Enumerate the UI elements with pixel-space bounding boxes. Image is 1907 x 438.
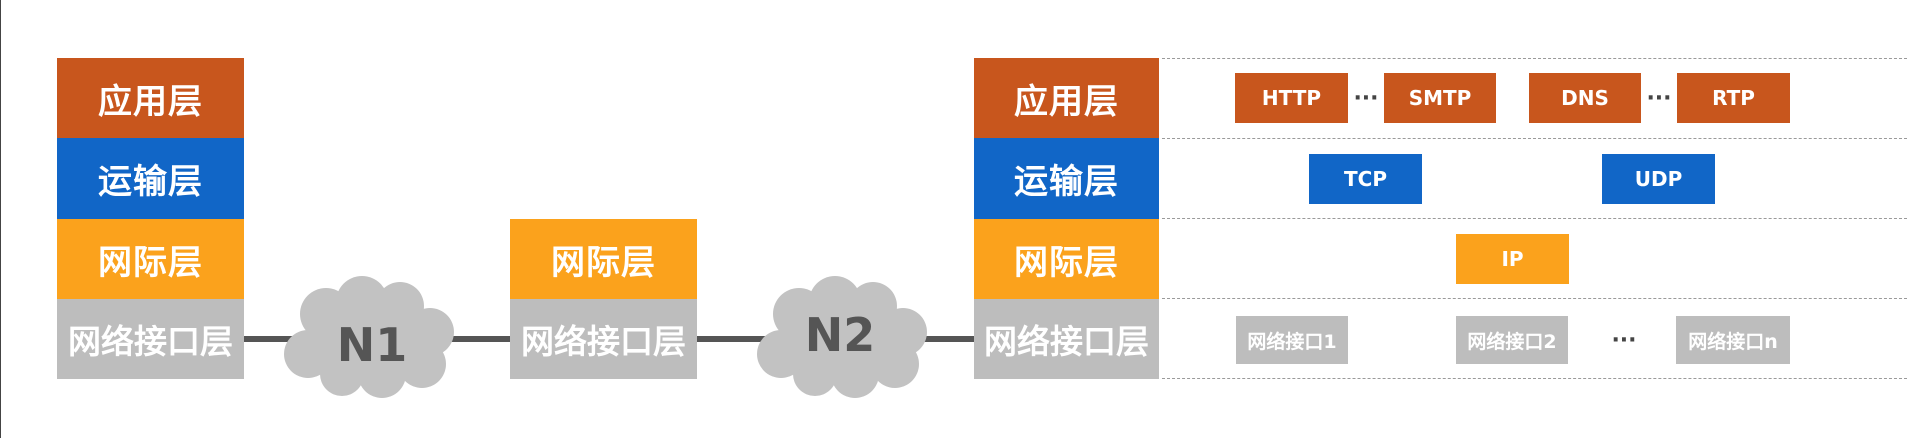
host1-application-layer: 应用层	[57, 58, 244, 138]
host2-internet-layer: 网际层	[974, 219, 1159, 299]
network-n1-cloud	[284, 276, 454, 398]
host2-transport-layer: 运输层	[974, 138, 1159, 219]
ellipsis-link: ···	[1611, 327, 1637, 353]
protocol-smtp: SMTP	[1384, 73, 1496, 123]
separator-internet-link	[1162, 298, 1907, 299]
connector-n2-host2	[912, 336, 974, 342]
connector-host1-n1	[244, 336, 314, 342]
protocol-udp: UDP	[1602, 154, 1715, 204]
interface-1: 网络接口1	[1236, 316, 1348, 364]
network-n1-label: N1	[336, 318, 408, 372]
protocol-rtp: RTP	[1677, 73, 1790, 123]
router-link-layer: 网络接口层	[510, 299, 697, 379]
protocol-ip: IP	[1456, 234, 1569, 284]
router-internet-layer: 网际层	[510, 219, 697, 299]
connector-router-n2	[697, 336, 767, 342]
separator-bottom	[1162, 378, 1907, 379]
ellipsis-app-2: ···	[1646, 85, 1672, 111]
separator-top	[1162, 58, 1907, 59]
host2-application-layer: 应用层	[974, 58, 1159, 138]
interface-n: 网络接口n	[1676, 316, 1790, 364]
ellipsis-app-1: ···	[1353, 85, 1379, 111]
interface-2: 网络接口2	[1456, 316, 1568, 364]
network-n2-cloud	[757, 276, 927, 398]
host1-internet-layer: 网际层	[57, 219, 244, 299]
protocol-tcp: TCP	[1309, 154, 1422, 204]
protocol-http: HTTP	[1235, 73, 1348, 123]
network-n2-label: N2	[804, 308, 876, 362]
connector-n1-router	[440, 336, 510, 342]
separator-app-transport	[1162, 138, 1907, 139]
left-frame-border	[0, 0, 1, 438]
host2-link-layer: 网络接口层	[974, 299, 1159, 379]
host1-transport-layer: 运输层	[57, 138, 244, 219]
host1-link-layer: 网络接口层	[57, 299, 244, 379]
separator-transport-internet	[1162, 218, 1907, 219]
protocol-dns: DNS	[1529, 73, 1641, 123]
